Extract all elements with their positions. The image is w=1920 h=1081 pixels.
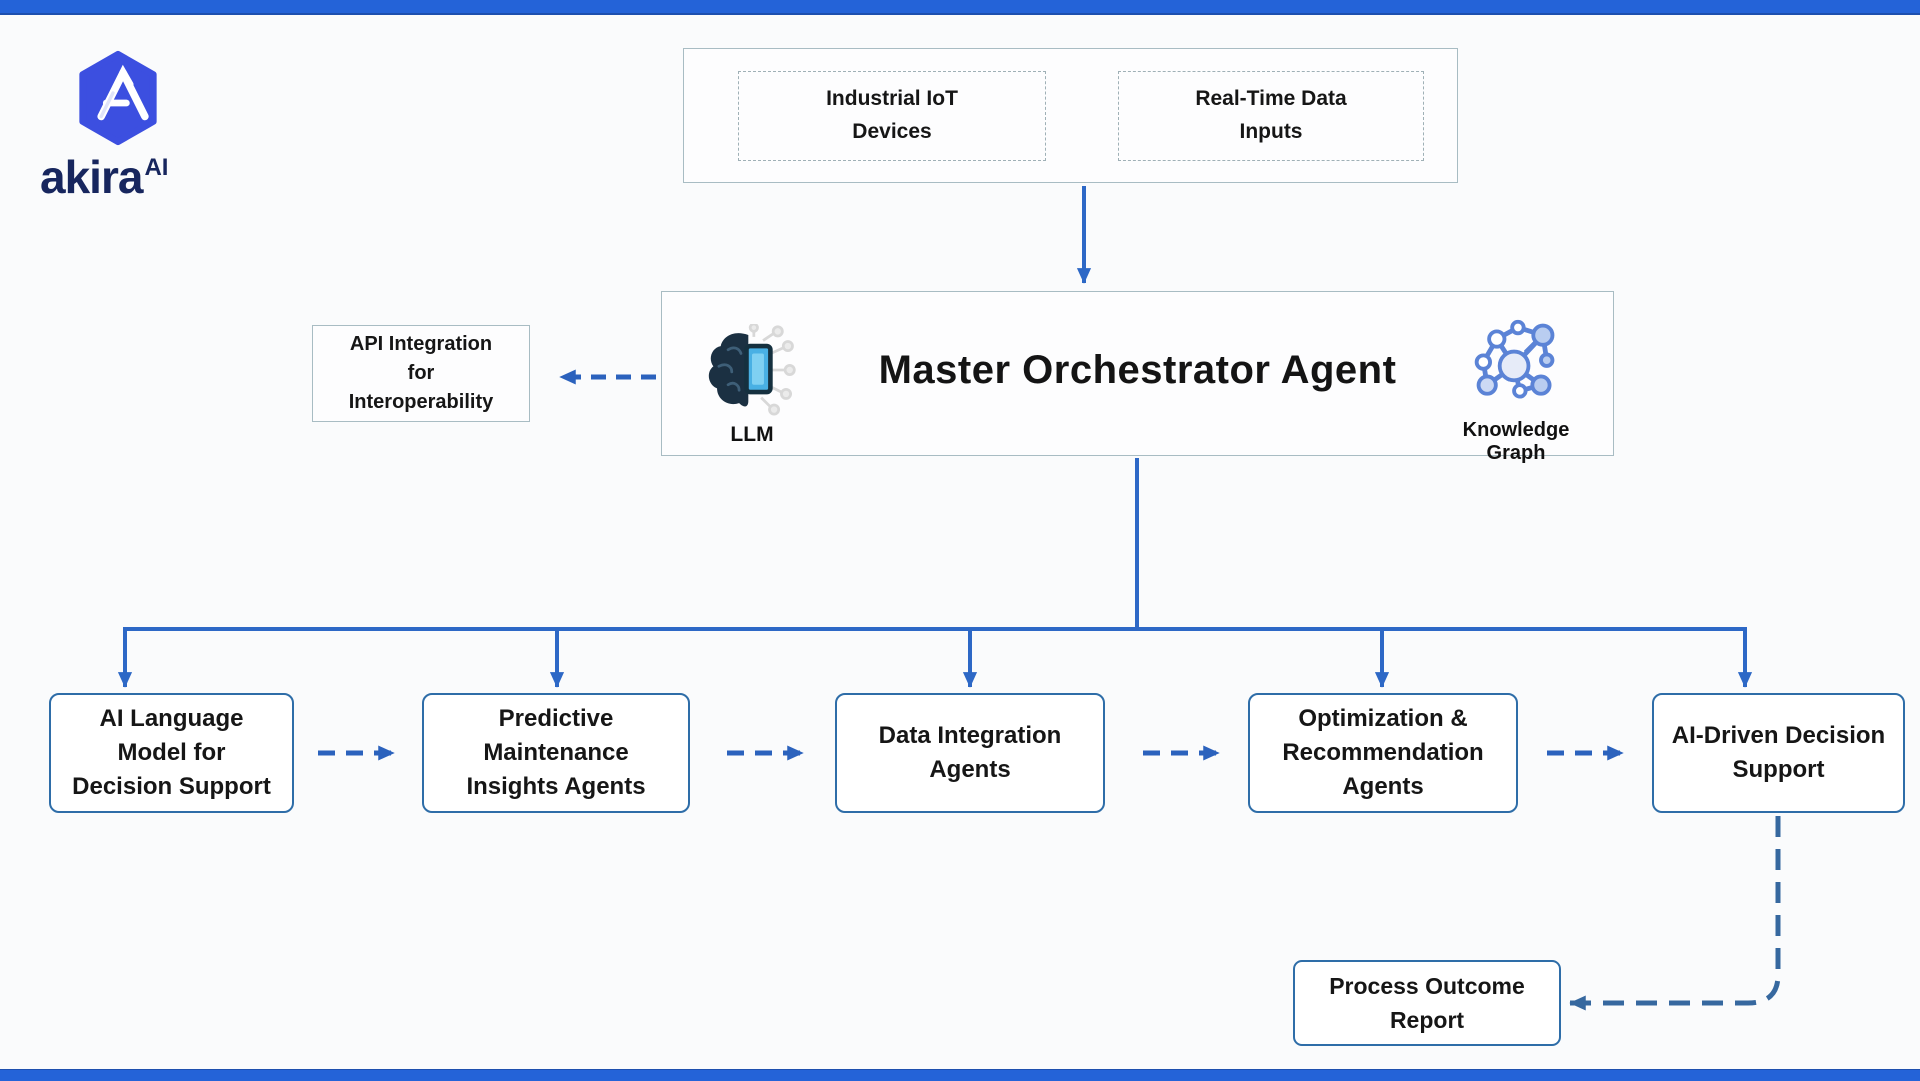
realtime-data-node: Real-Time Data Inputs: [1118, 71, 1424, 161]
agent-node-predictive-maintenance: Predictive Maintenance Insights Agents: [422, 693, 690, 813]
agent-node-ai-driven-decision: AI-Driven Decision Support: [1652, 693, 1905, 813]
agent-node-ai-language-model: AI Language Model for Decision Support: [49, 693, 294, 813]
brand-sup: AI: [144, 154, 169, 181]
brand-logo: akiraAI: [40, 50, 230, 200]
brand-name: akira: [40, 151, 143, 203]
agent-node-optimization-recommendation: Optimization & Recommendation Agents: [1248, 693, 1518, 813]
knowledge-graph-icon: [1474, 319, 1555, 399]
arrow-decision-to-report: [1569, 816, 1781, 1011]
top-accent-bar: [0, 0, 1920, 15]
iot-devices-node: Industrial IoT Devices: [738, 71, 1046, 161]
agent-node-data-integration: Data Integration Agents: [835, 693, 1105, 813]
knowledge-graph-label: Knowledge Graph: [1462, 419, 1570, 464]
llm-label: LLM: [730, 423, 774, 446]
orchestrator-node: LLM Master Orchestrator Agent: [661, 291, 1614, 464]
process-outcome-report-node: Process Outcome Report: [1293, 960, 1561, 1046]
bottom-accent-bar: [0, 1069, 1920, 1081]
brand-text: akiraAI: [40, 154, 230, 200]
hexagon-logo-icon: [79, 50, 157, 146]
llm-brain-chip-icon: [708, 322, 796, 416]
orchestrator-title: Master Orchestrator Agent: [878, 348, 1397, 392]
api-integration-node: API Integration for Interoperability: [312, 325, 530, 422]
